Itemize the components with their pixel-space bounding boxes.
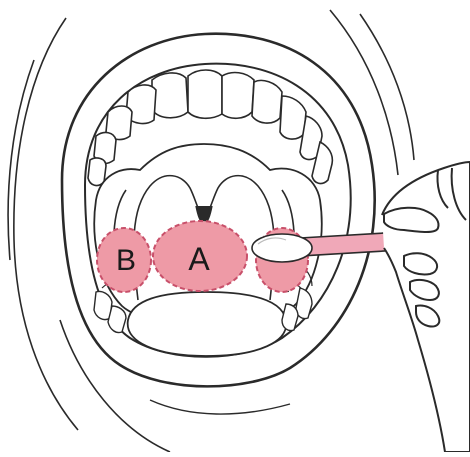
region-b-label: B — [116, 244, 136, 277]
region-a-label: A — [188, 241, 210, 277]
jaw-line — [150, 400, 290, 414]
tongue — [128, 292, 287, 356]
hand-icon — [382, 162, 470, 452]
